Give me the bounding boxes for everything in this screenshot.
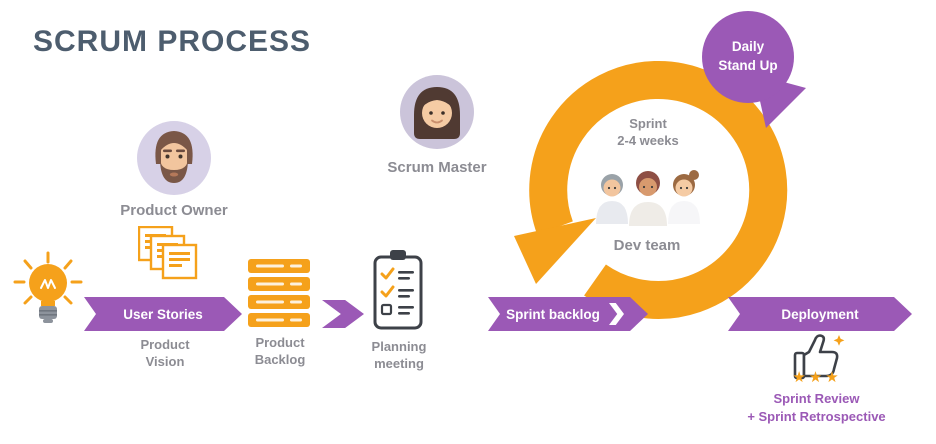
scrum-master-avatar [400,75,474,149]
deployment-band-label: Deployment [781,306,859,322]
sprint-cycle-arrow-icon [514,61,788,319]
rating-stars: ★★★ [792,369,842,386]
idea-lightbulb-icon [13,251,83,323]
band-chevron-icon [609,303,624,325]
sprint-review-label: Sprint Review + Sprint Retrospective [747,391,886,425]
dev-team-label: Dev team [613,237,681,254]
sprint-duration-label: Sprint 2-4 weeks [617,116,679,148]
user-stories-band-label: User Stories [123,306,203,322]
user-stories-band: User Stories [84,297,242,331]
sprint-backlog-band-label: Sprint backlog [506,306,600,322]
product-vision-label: Product Vision [140,337,190,369]
sprint-backlog-band: Sprint backlog [488,297,648,331]
thumbs-up-icon [793,334,845,380]
backlog-stack-icon [248,259,310,327]
planning-meeting-label: Planning meeting [371,339,427,371]
page-title: SCRUM PROCESS [33,25,312,58]
dev-team-avatars [596,170,700,226]
flow-chevron-arrow [322,300,364,328]
planning-clipboard-icon [373,250,423,330]
daily-standup-badge: Daily Stand Up [702,11,794,103]
product-backlog-label: Product Backlog [254,335,306,367]
deployment-band: Deployment [728,297,912,331]
user-story-notes-icon [138,226,198,280]
product-owner-label: Product Owner [120,202,228,219]
scrum-master-label: Scrum Master [387,159,487,176]
product-owner-avatar [137,121,211,195]
